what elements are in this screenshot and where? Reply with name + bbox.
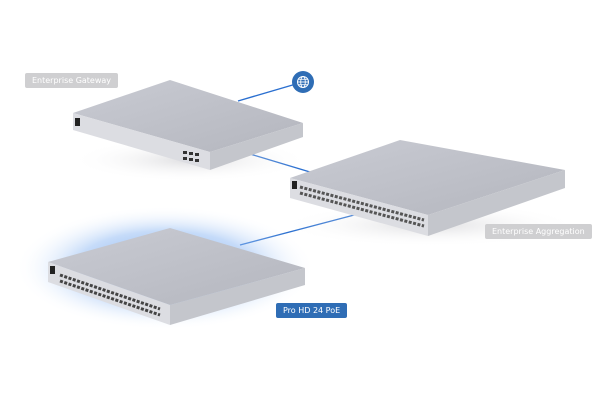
globe-glyph bbox=[297, 76, 309, 88]
link-gateway-internet bbox=[237, 83, 297, 102]
enterprise-aggregation-label: Enterprise Aggregation bbox=[485, 224, 592, 239]
enterprise-gateway-label: Enterprise Gateway bbox=[25, 73, 119, 88]
enterprise-aggregation-device[interactable] bbox=[280, 140, 580, 247]
pro-hd-24-poe-device[interactable] bbox=[15, 206, 315, 330]
enterprise-gateway-device[interactable] bbox=[70, 80, 310, 182]
globe-icon[interactable] bbox=[292, 71, 314, 93]
pro-hd-24-poe-label: Pro HD 24 PoE bbox=[276, 303, 348, 318]
